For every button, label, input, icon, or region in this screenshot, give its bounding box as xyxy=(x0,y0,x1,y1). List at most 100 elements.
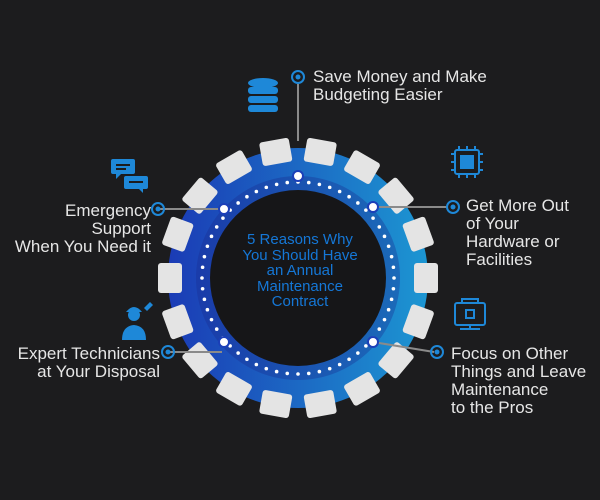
reason-line: Facilities xyxy=(466,250,533,269)
gear-tooth xyxy=(303,390,337,419)
ring-dot xyxy=(356,201,360,205)
ring-dot xyxy=(236,201,240,205)
reason-line: Budgeting Easier xyxy=(313,85,443,104)
chat-icon xyxy=(111,159,148,193)
target-focus xyxy=(430,345,444,359)
gear-tooth xyxy=(182,177,218,214)
ring-dot xyxy=(205,307,210,312)
ring-dot xyxy=(200,286,205,291)
ring-dot xyxy=(209,317,214,322)
reason-save-money: Save Money and Make Budgeting Easier xyxy=(313,68,487,104)
ring-dot xyxy=(285,371,290,376)
reason-line: Maintenance xyxy=(451,380,549,399)
reason-hardware: Get More Out of Your Hardware or Facilit… xyxy=(466,197,569,269)
database-icon xyxy=(248,78,278,112)
technician-icon xyxy=(122,302,153,340)
marker-upper-right xyxy=(367,201,379,213)
ring-dot xyxy=(337,362,342,367)
reason-technicians: Expert Technicians at Your Disposal xyxy=(0,345,160,381)
ring-dot xyxy=(364,208,368,212)
ring-dot xyxy=(389,297,394,302)
ring-dot xyxy=(236,351,240,355)
gear-tooth xyxy=(402,304,434,340)
ring-dot xyxy=(364,344,368,348)
marker-lower-right xyxy=(367,336,379,348)
ring-dot xyxy=(202,254,207,259)
ring-dot xyxy=(296,372,300,376)
reason-line: at Your Disposal xyxy=(37,362,160,381)
chip-icon xyxy=(451,146,483,178)
reason-line: to the Pros xyxy=(451,398,534,417)
ring-dot xyxy=(214,225,219,229)
ring-dot xyxy=(274,182,279,187)
ring-dot xyxy=(200,265,205,270)
marker-lower-left xyxy=(218,336,230,348)
ring-dot xyxy=(392,276,396,280)
gear-tooth xyxy=(216,372,252,406)
ring-dot xyxy=(254,189,259,194)
ring-dot xyxy=(377,327,382,331)
reason-line: Hardware or xyxy=(466,232,560,251)
gear-tooth xyxy=(414,263,438,293)
reason-focus: Focus on Other Things and Leave Maintena… xyxy=(451,345,600,417)
reason-line: Save Money and Make xyxy=(313,67,487,86)
center-title-line: an Annual xyxy=(266,262,334,279)
target-emergency xyxy=(151,202,165,216)
ring-dot xyxy=(327,185,332,190)
ring-dot xyxy=(371,216,375,220)
gear-tooth xyxy=(158,263,182,293)
ring-dot xyxy=(205,244,210,249)
toolbox-icon xyxy=(454,298,486,330)
dotted-ring xyxy=(200,180,396,376)
ring-dot xyxy=(389,254,394,259)
ring-dot xyxy=(337,189,342,194)
ring-dot xyxy=(228,344,232,348)
ring-dot xyxy=(386,244,391,249)
ring-dot xyxy=(245,357,249,362)
gear-tooth xyxy=(303,137,337,166)
reason-line: Support xyxy=(91,219,151,238)
ring-dot xyxy=(285,180,290,185)
ring-dot xyxy=(254,362,259,367)
ring-dot xyxy=(214,327,219,331)
ring-dot xyxy=(306,371,311,376)
gear-tooth xyxy=(344,150,380,184)
connector-focus xyxy=(372,341,435,353)
target-hardware xyxy=(446,200,460,214)
target-save-money xyxy=(291,70,305,84)
ring-dot xyxy=(221,216,225,220)
gear-tooth xyxy=(378,342,414,379)
ring-dot xyxy=(264,185,269,190)
ring-dot xyxy=(327,366,332,371)
center-title: 5 Reasons Why You Should Have an Annual … xyxy=(200,232,400,310)
ring-dot xyxy=(347,194,351,199)
center-title-line: 5 Reasons Why xyxy=(247,231,353,248)
ring-dot xyxy=(347,357,351,362)
gear-teeth xyxy=(158,137,438,419)
gear-tooth xyxy=(402,216,434,252)
center-title-line: You Should Have xyxy=(242,246,358,264)
ring-dot xyxy=(356,351,360,355)
gear-tooth xyxy=(378,177,414,214)
ring-dot xyxy=(382,234,387,239)
ring-dot xyxy=(274,369,279,374)
ring-dot xyxy=(391,286,396,291)
ring-dot xyxy=(245,194,249,199)
ring-dot xyxy=(391,265,396,270)
ring-dot xyxy=(317,182,322,187)
ring-dot xyxy=(264,366,269,371)
ring-dot xyxy=(202,297,207,302)
marker-upper-left xyxy=(218,203,230,215)
reason-emergency: Emergency Support When You Need it xyxy=(0,202,151,256)
gear-tooth xyxy=(162,216,194,252)
reason-line: Emergency xyxy=(65,202,151,220)
center-title-line: Maintenance xyxy=(257,277,343,295)
marker-top xyxy=(292,170,304,182)
reason-line: Things and Leave xyxy=(451,362,587,381)
target-technicians xyxy=(161,345,175,359)
gear-center xyxy=(210,190,386,366)
reason-line: Get More Out xyxy=(466,196,569,215)
gear-tooth xyxy=(259,137,293,166)
ring-dot xyxy=(209,234,214,239)
reason-line: Expert Technicians xyxy=(17,345,160,363)
